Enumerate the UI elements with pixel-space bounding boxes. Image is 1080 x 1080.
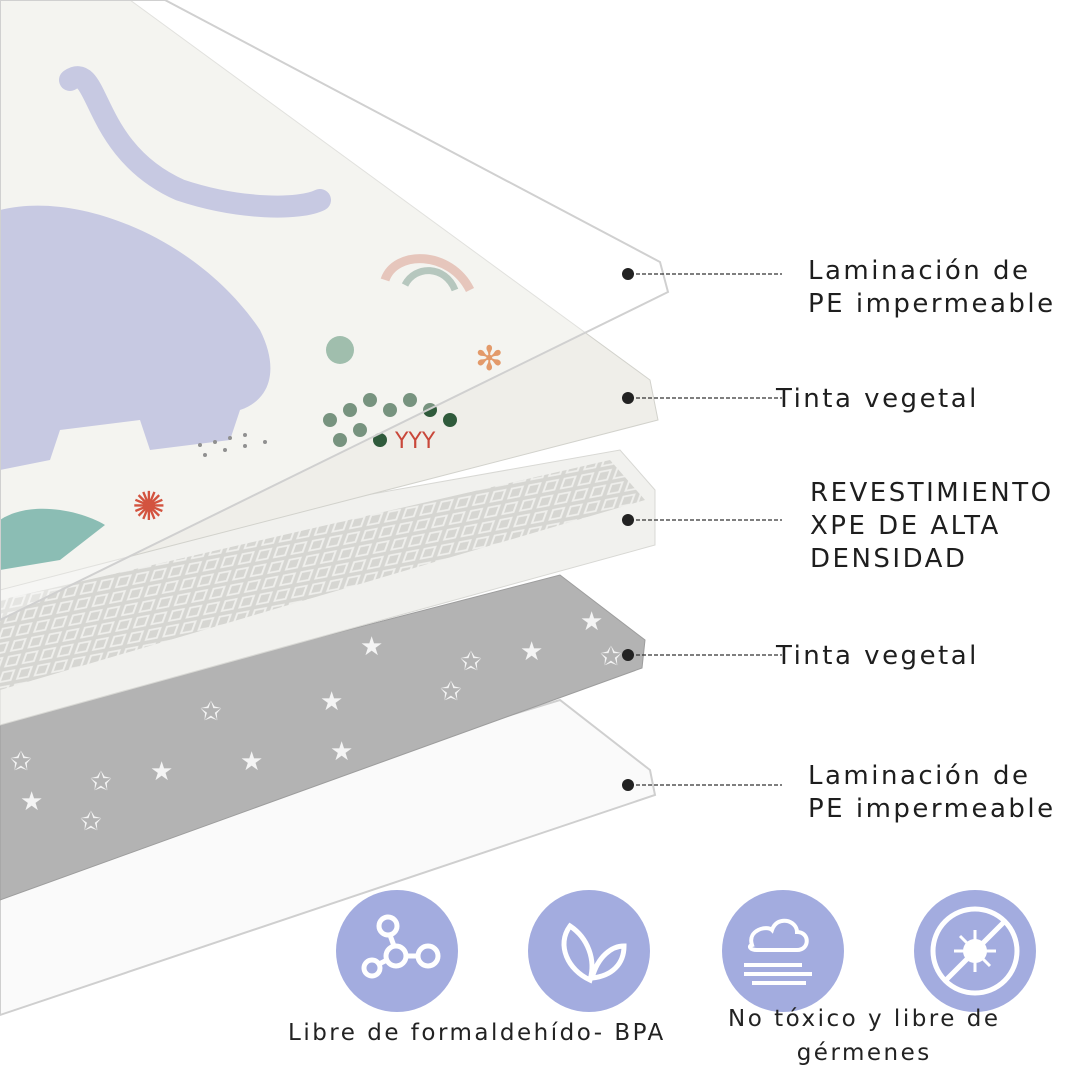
svg-text:✩: ✩: [90, 767, 112, 797]
cloud-wind-icon: [722, 890, 844, 1012]
caption-line: No tóxico y libre de: [728, 1006, 1001, 1032]
layer-label-top-pe: Laminación de PE impermeable: [808, 255, 1056, 321]
rainbow-outer: [380, 254, 475, 293]
label-line: PE impermeable: [808, 794, 1056, 824]
layer-label-ink-bottom: Tinta vegetal: [776, 640, 979, 673]
top-pe-lamination-layer: [0, 0, 670, 622]
svg-text:★: ★: [150, 757, 173, 787]
leaf-shape: [326, 336, 354, 364]
label-line: Tinta vegetal: [776, 384, 979, 414]
elephant-illustration: [0, 205, 271, 470]
label-line: XPE DE ALTA: [810, 511, 1001, 541]
leader-lines: [630, 273, 782, 786]
molecule-icon: [336, 890, 458, 1012]
label-line: PE impermeable: [808, 289, 1056, 319]
caption-line: gérmenes: [796, 1040, 932, 1066]
dot-pattern: [198, 433, 267, 457]
label-line: Laminación de: [808, 256, 1031, 286]
label-line: Tinta vegetal: [776, 641, 979, 671]
layer-label-bottom-pe: Laminación de PE impermeable: [808, 760, 1056, 826]
svg-text:★: ★: [20, 787, 43, 817]
svg-text:✩: ✩: [10, 747, 32, 777]
leader-dots: [622, 268, 634, 791]
xpe-foam-texture: [0, 460, 645, 690]
svg-text:YYY: YYY: [394, 429, 436, 454]
svg-text:✩: ✩: [200, 697, 222, 727]
svg-text:★: ★: [240, 747, 263, 777]
svg-text:★: ★: [360, 632, 383, 662]
layer-label-ink-top: Tinta vegetal: [776, 383, 979, 416]
caption-formaldehyde-bpa: Libre de formaldehído- BPA: [288, 1020, 666, 1046]
rainbow-inner: [401, 267, 459, 292]
berry-bush: [323, 393, 457, 447]
svg-text:★: ★: [330, 737, 353, 767]
green-plant: [0, 508, 105, 570]
svg-text:✩: ✩: [600, 642, 622, 672]
svg-text:★: ★: [520, 637, 543, 667]
leaf-icon: [528, 890, 650, 1012]
grey-star-print-layer: [0, 574, 646, 901]
orange-sprout-glyph: ✻: [475, 339, 504, 379]
caption-non-toxic: No tóxico y libre de gérmenes: [728, 1002, 1000, 1070]
label-line: REVESTIMIENTO: [810, 478, 1054, 508]
svg-text:★: ★: [580, 607, 603, 637]
svg-text:✩: ✩: [460, 647, 482, 677]
elephant-trunk: [59, 66, 331, 218]
red-flower-glyph: ✺: [132, 484, 166, 530]
svg-text:★: ★: [320, 687, 343, 717]
svg-text:✩: ✩: [80, 807, 102, 837]
svg-text:✩: ✩: [440, 677, 462, 707]
no-germs-icon: [914, 890, 1036, 1012]
layer-label-xpe: REVESTIMIENTO XPE DE ALTA DENSIDAD: [810, 477, 1054, 576]
label-line: DENSIDAD: [810, 544, 968, 574]
label-line: Laminación de: [808, 761, 1031, 791]
star-pattern: ★✩★✩ ★✩★✩ ★★✩★ ★✩✩: [10, 607, 622, 837]
